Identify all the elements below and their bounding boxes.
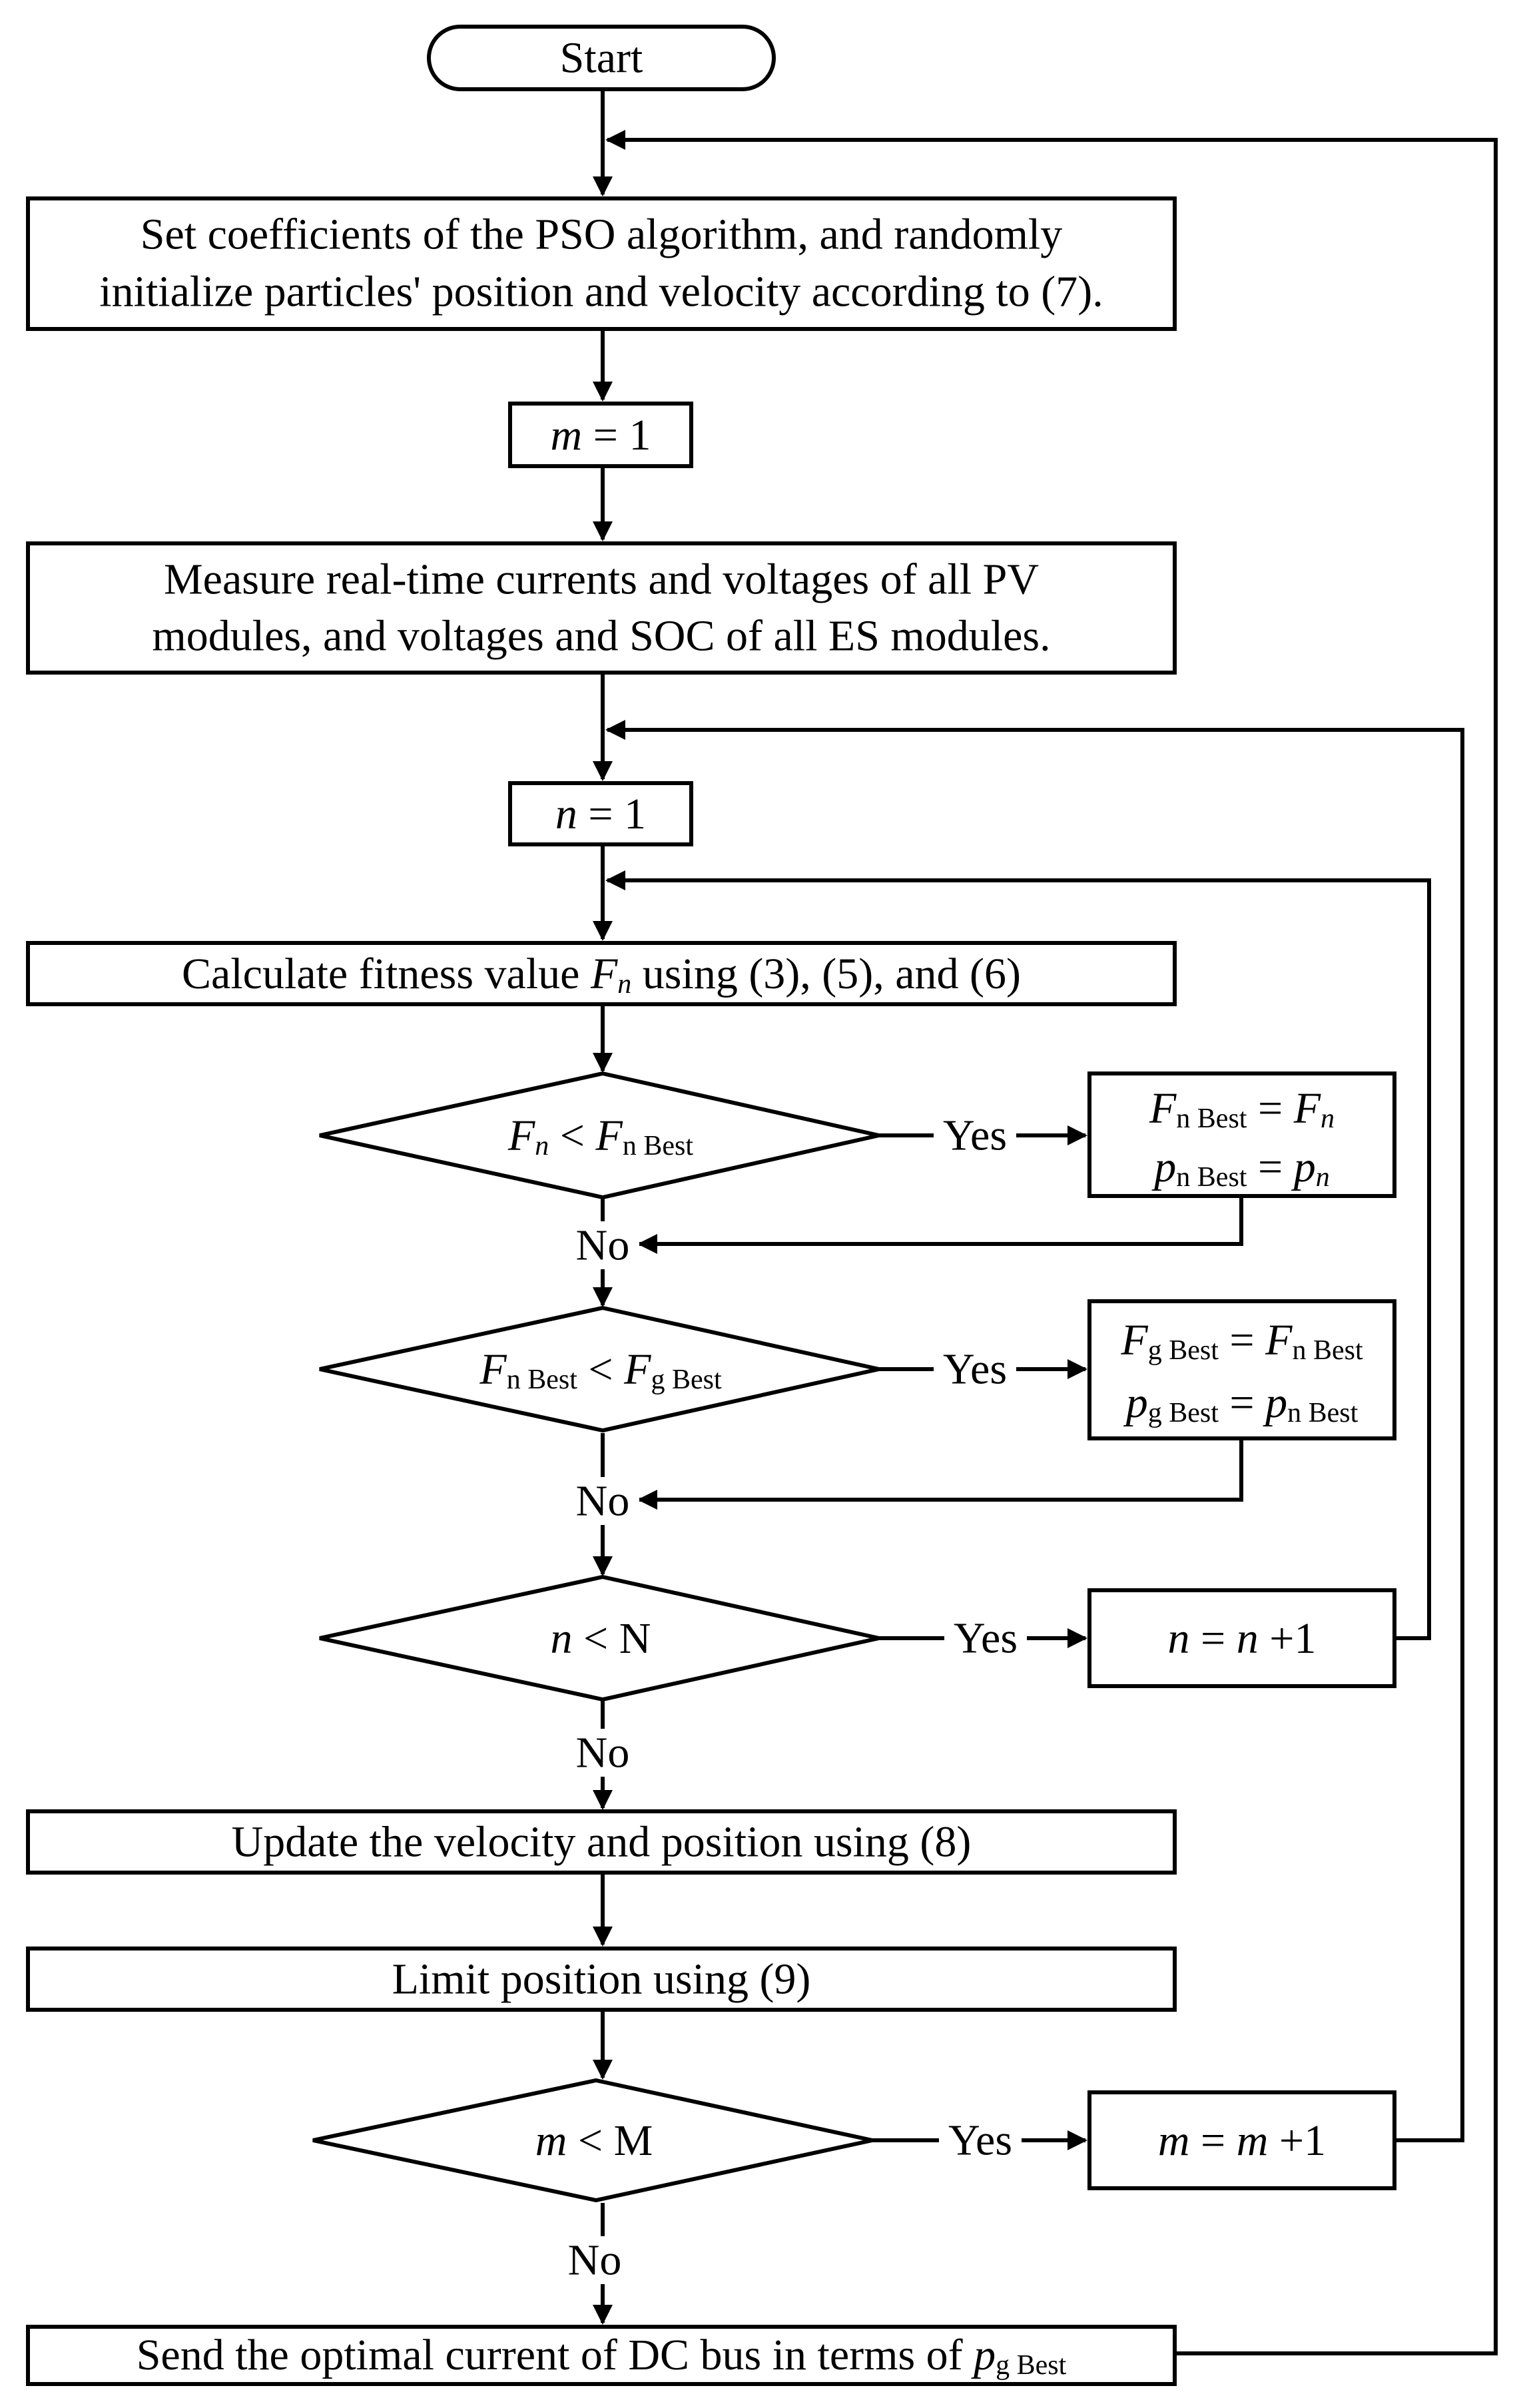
s1-line1: Fn Best = Fn [1149,1084,1335,1135]
arrow-s3-loop [605,870,1431,1640]
yes-bg-3 [944,1614,1027,1663]
yes-label-4: Yes [948,2116,1012,2165]
update-process-box [26,1809,1177,1875]
arrow-send-loop [605,130,1498,2355]
s1-line2: pn Best = pn [1151,1143,1329,1193]
d1-text: Fn < Fn Best [507,1111,693,1162]
m-init-rest: = 1 [582,411,651,459]
yes-bg-4 [939,2116,1022,2165]
arrow-s1-return [637,1196,1243,1254]
update-personal-best-box [1087,1071,1396,1198]
m-init-var: m [551,411,583,459]
n-init-box [508,781,693,846]
fitness-text: Calculate fitness value Fn using (3), (5… [182,950,1021,1000]
n-init-text: n = 1 [555,790,646,838]
yes-label-1: Yes [943,1111,1007,1160]
fitness-post: using (3), (5), and (6) [631,950,1021,998]
init-text-line1: Set coefficients of the PSO algorithm, a… [141,210,1063,259]
fitness-sub: n [617,969,631,1000]
d4-text: m < M [535,2116,653,2165]
limit-process-box [26,1947,1177,2012]
yes-bg-2 [934,1345,1016,1394]
measure-text-line1: Measure real-time currents and voltages … [164,555,1039,604]
start-terminator [427,25,776,91]
measure-text-line2: modules, and voltages and SOC of all ES … [152,612,1050,661]
no-label-3: No [576,1729,630,1777]
init-text-line2: initialize particles' position and veloc… [99,268,1103,316]
m-init-box [508,402,693,468]
s2-line2: pg Best = pn Best [1123,1378,1359,1429]
send-process-box [26,2325,1177,2386]
fitness-process-box [26,941,1177,1006]
fitness-pre: Calculate fitness value [182,950,591,998]
n-init-rest: = 1 [577,790,646,838]
decision-n-vs-N [319,1574,880,1702]
start-label: Start [560,34,643,83]
update-global-best-box [1087,1299,1396,1440]
d2-text: Fn Best < Fg Best [479,1345,722,1396]
s3-text: n = n +1 [1168,1614,1317,1663]
send-text: Send the optimal current of DC bus in te… [137,2331,1067,2381]
update-text: Update the velocity and position using (… [232,1818,972,1867]
decision-m-vs-M [312,2078,873,2203]
decision-fnbest-vs-fgbest [319,1305,880,1433]
s4-text: m = m +1 [1158,2116,1326,2165]
yes-label-3: Yes [954,1614,1018,1663]
m-increment-box [1087,2090,1396,2190]
fitness-var: F [590,950,618,998]
no-label-2: No [576,1477,630,1526]
no-label-4: No [568,2236,622,2285]
n-init-var: n [555,790,577,838]
n-increment-box [1087,1588,1396,1688]
yes-label-2: Yes [943,1345,1007,1394]
limit-text: Limit position using (9) [392,1955,811,2004]
d3-text: n < N [551,1614,651,1663]
no-bg-1 [566,1221,639,1269]
no-label-1: No [576,1221,630,1270]
init-process-box [26,196,1177,331]
no-bg-4 [558,2236,631,2284]
m-init-text: m = 1 [551,411,651,459]
s2-line1: Fg Best = Fn Best [1120,1316,1363,1366]
decision-fn-vs-fnbest [319,1071,880,1200]
arrow-s4-loop [605,720,1464,2142]
arrow-s2-return [637,1438,1243,1510]
no-bg-3 [566,1729,639,1777]
measure-process-box [26,541,1177,675]
yes-bg-1 [934,1111,1016,1160]
no-bg-2 [566,1477,639,1525]
